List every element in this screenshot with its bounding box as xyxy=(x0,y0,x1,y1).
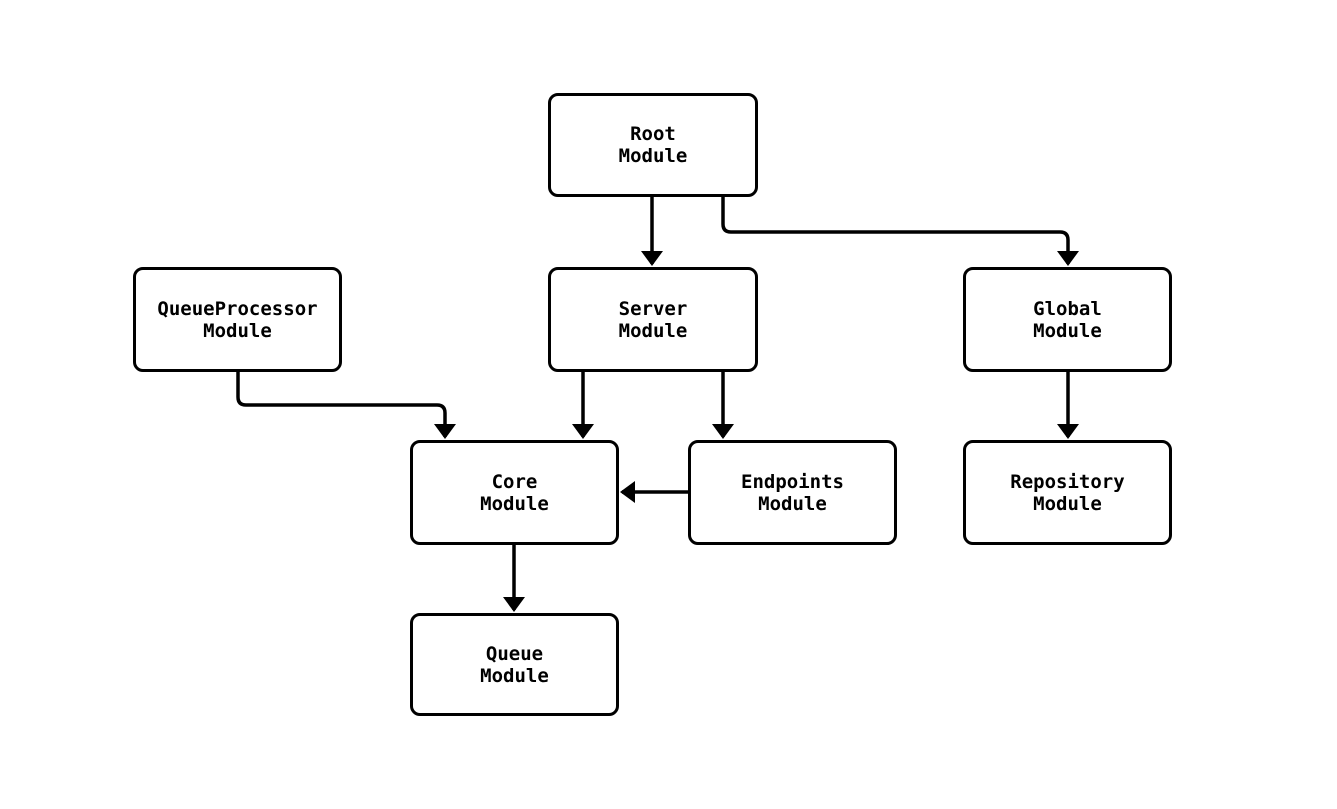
edge-root-to-global xyxy=(721,197,1079,266)
node-label-line: Module xyxy=(480,664,549,687)
node-server-module: Server Module xyxy=(548,267,758,372)
node-label-line: Global xyxy=(1033,297,1102,320)
node-core-module: Core Module xyxy=(410,440,619,545)
node-label-line: QueueProcessor xyxy=(157,297,318,320)
node-global-module: Global Module xyxy=(963,267,1172,372)
node-label-line: Queue xyxy=(485,642,544,665)
node-label-line: Module xyxy=(480,492,549,515)
node-root-module: Root Module xyxy=(548,93,758,197)
node-label-line: Root xyxy=(630,123,676,145)
node-label-line: Module xyxy=(618,145,688,167)
edge-queueprocessor-to-core xyxy=(236,372,456,439)
node-label-line: Module xyxy=(1033,319,1102,342)
node-label-line: Module xyxy=(203,319,272,342)
node-endpoints-module: Endpoints Module xyxy=(688,440,897,545)
node-label-line: Server xyxy=(618,297,688,320)
node-label-line: Core xyxy=(491,470,538,493)
node-queueprocessor-module: QueueProcessor Module xyxy=(133,267,342,372)
node-label-line: Module xyxy=(618,319,688,342)
node-repository-module: Repository Module xyxy=(963,440,1172,545)
node-label-line: Endpoints xyxy=(741,470,844,493)
node-label-line: Module xyxy=(758,492,827,515)
node-queue-module: Queue Module xyxy=(410,613,619,716)
node-label-line: Repository xyxy=(1010,470,1125,493)
node-label-line: Module xyxy=(1033,492,1102,515)
